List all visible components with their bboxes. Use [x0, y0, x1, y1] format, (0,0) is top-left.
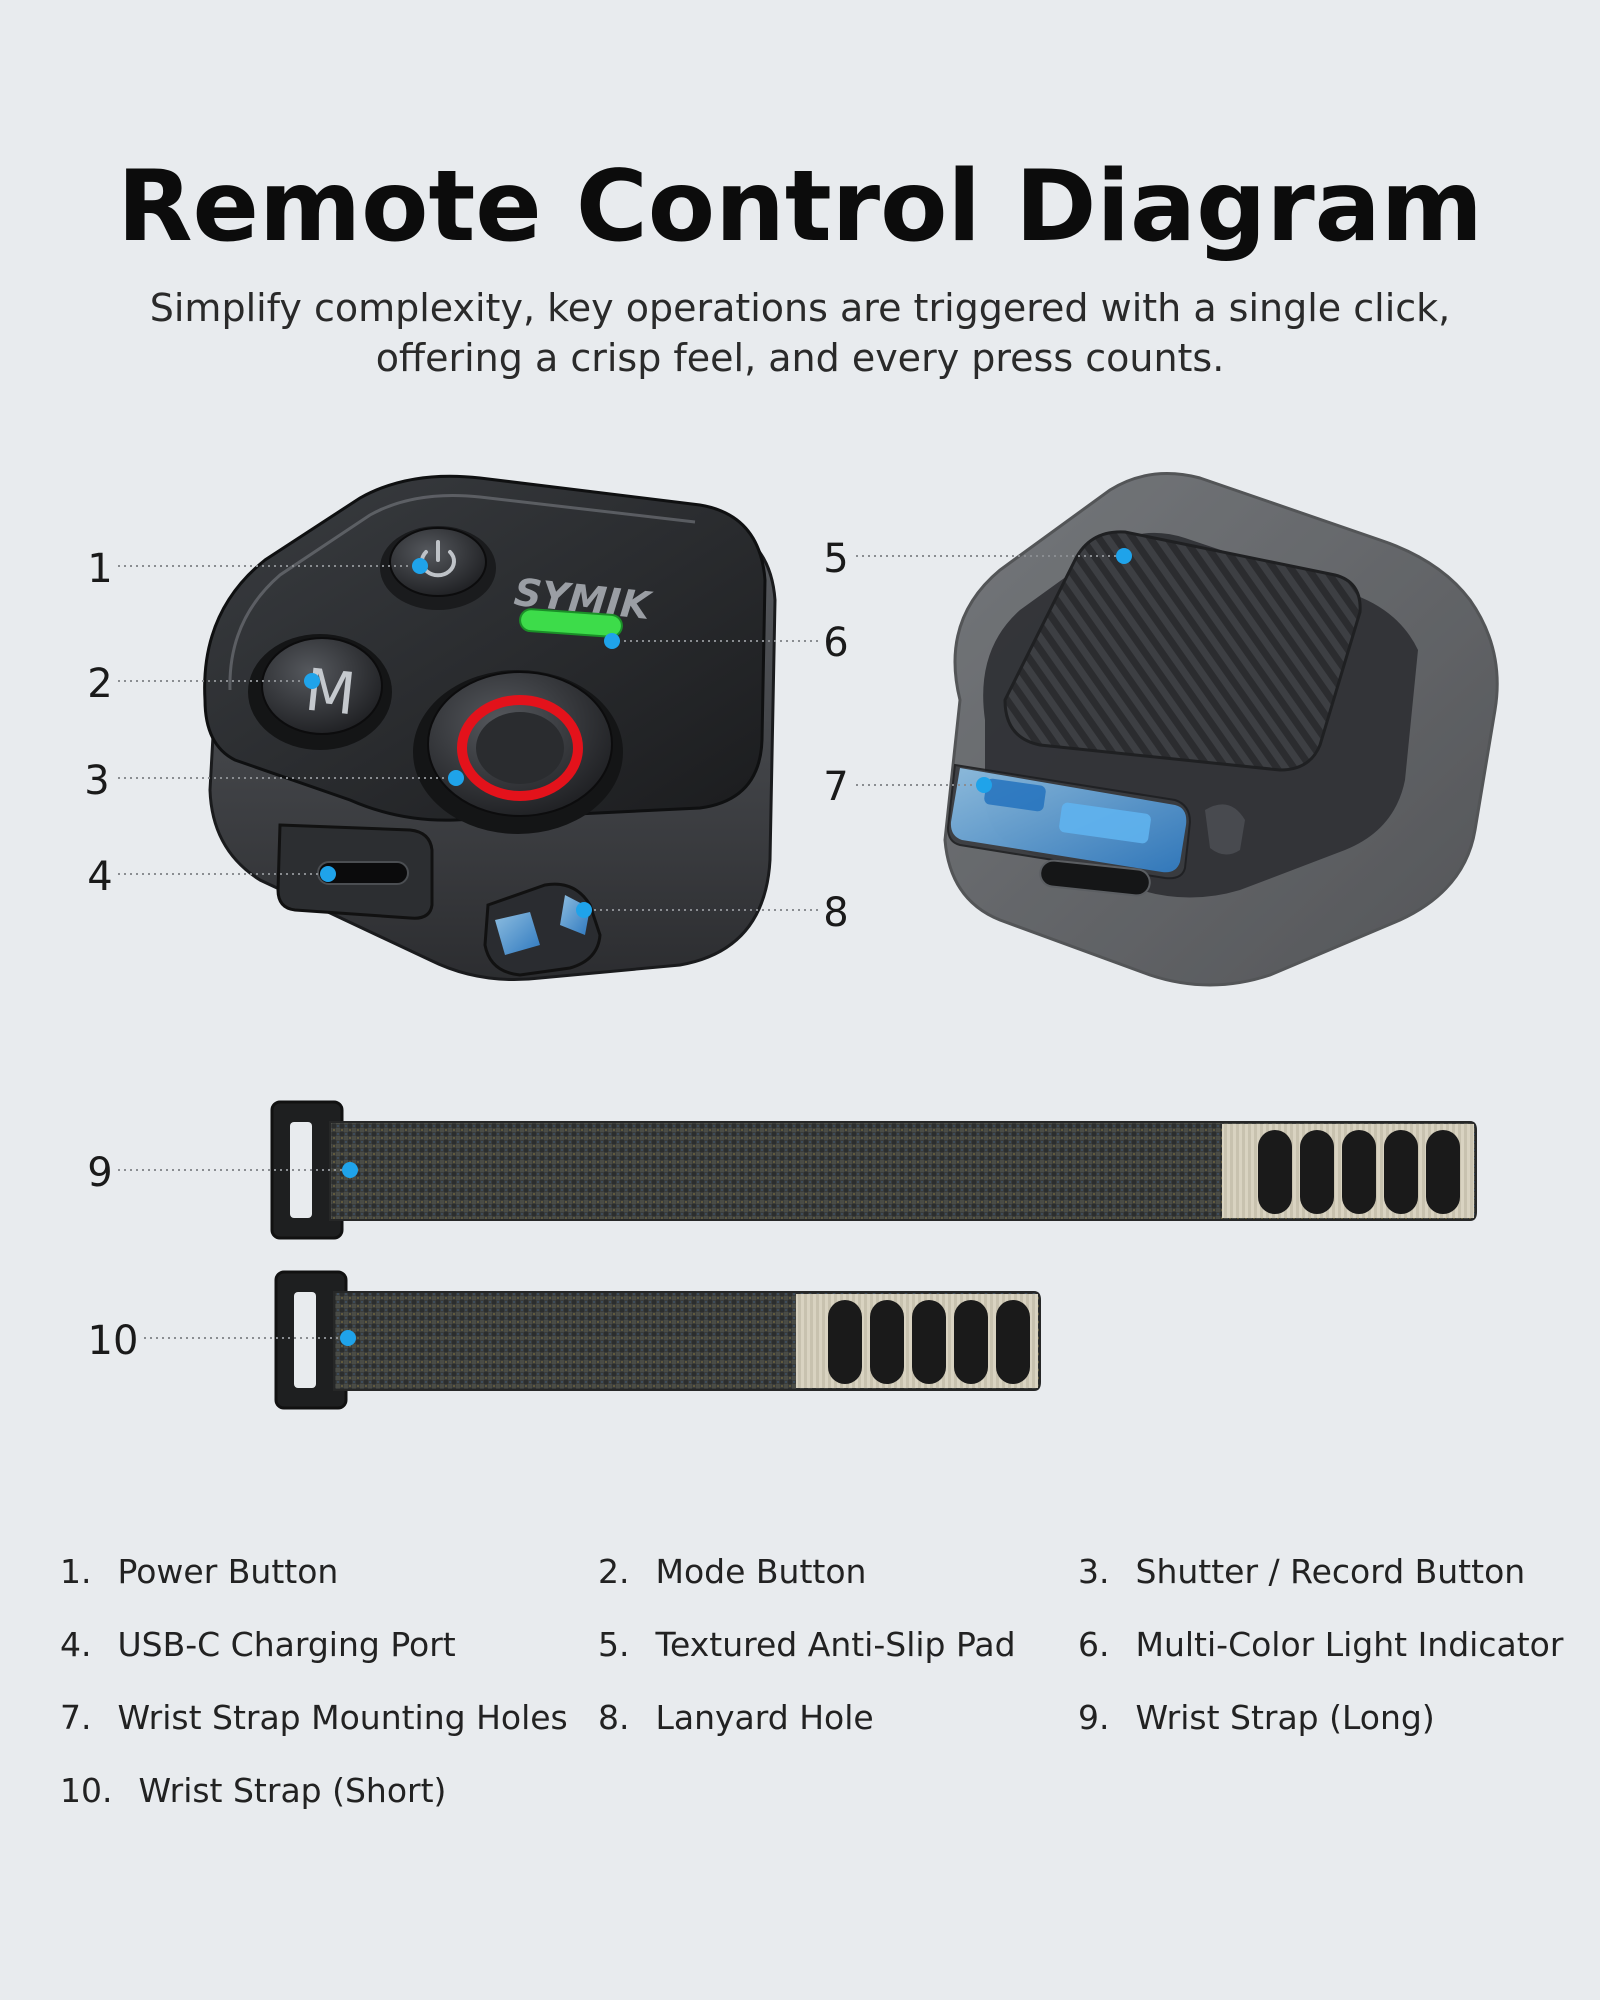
callout-dot: [342, 1162, 358, 1178]
callout-4: 4: [87, 854, 336, 900]
mode-button[interactable]: M: [248, 634, 392, 750]
callout-dot: [576, 902, 592, 918]
callout-number: 2: [87, 661, 112, 707]
callout-6: 6: [604, 620, 849, 666]
callout-number: 1: [87, 546, 112, 592]
callout-number: 7: [823, 764, 848, 810]
usb-c-port: [276, 823, 434, 920]
callout-dot: [304, 673, 320, 689]
callout-dot: [976, 777, 992, 793]
callout-number: 9: [87, 1150, 112, 1196]
subtitle-line-1: Simplify complexity, key operations are …: [149, 286, 1451, 330]
page-subtitle: Simplify complexity, key operations are …: [0, 283, 1600, 383]
callouts: 1 2 3 4 5 6 7 8 9 10: [84, 536, 1132, 1364]
callout-dot: [340, 1330, 356, 1346]
callout-7: 7: [823, 764, 992, 810]
callout-number: 5: [823, 536, 848, 582]
anti-slip-pad: [1003, 530, 1362, 772]
wrist-strap-long: [270, 1100, 1477, 1240]
callout-9: 9: [87, 1150, 358, 1196]
remote-front-view: SYMIK M: [203, 474, 777, 981]
callout-dot: [320, 866, 336, 882]
callout-number: 6: [823, 620, 848, 666]
wrist-strap-short: [274, 1270, 1041, 1410]
shutter-record-button[interactable]: [413, 670, 623, 834]
callout-3: 3: [84, 758, 464, 804]
callout-10: 10: [88, 1318, 356, 1364]
power-button[interactable]: [380, 526, 496, 610]
callout-number: 3: [84, 758, 109, 804]
light-indicator: [519, 608, 623, 638]
subtitle-line-2: offering a crisp feel, and every press c…: [375, 336, 1225, 380]
callout-5: 5: [823, 536, 1132, 582]
callout-dot: [604, 633, 620, 649]
mode-key-label: M: [302, 656, 359, 729]
strap-mounting-holes: [950, 768, 1187, 873]
remote-back-view: [943, 472, 1499, 987]
callout-dot: [412, 558, 428, 574]
callout-dot: [448, 770, 464, 786]
callout-8: 8: [576, 890, 849, 936]
callout-number: 8: [823, 890, 848, 936]
callout-dot: [1116, 548, 1132, 564]
callout-number: 10: [88, 1318, 139, 1364]
callout-1: 1: [87, 546, 428, 592]
page-title: Remote Control Diagram: [117, 150, 1483, 264]
callout-2: 2: [87, 661, 320, 707]
callout-number: 4: [87, 854, 112, 900]
